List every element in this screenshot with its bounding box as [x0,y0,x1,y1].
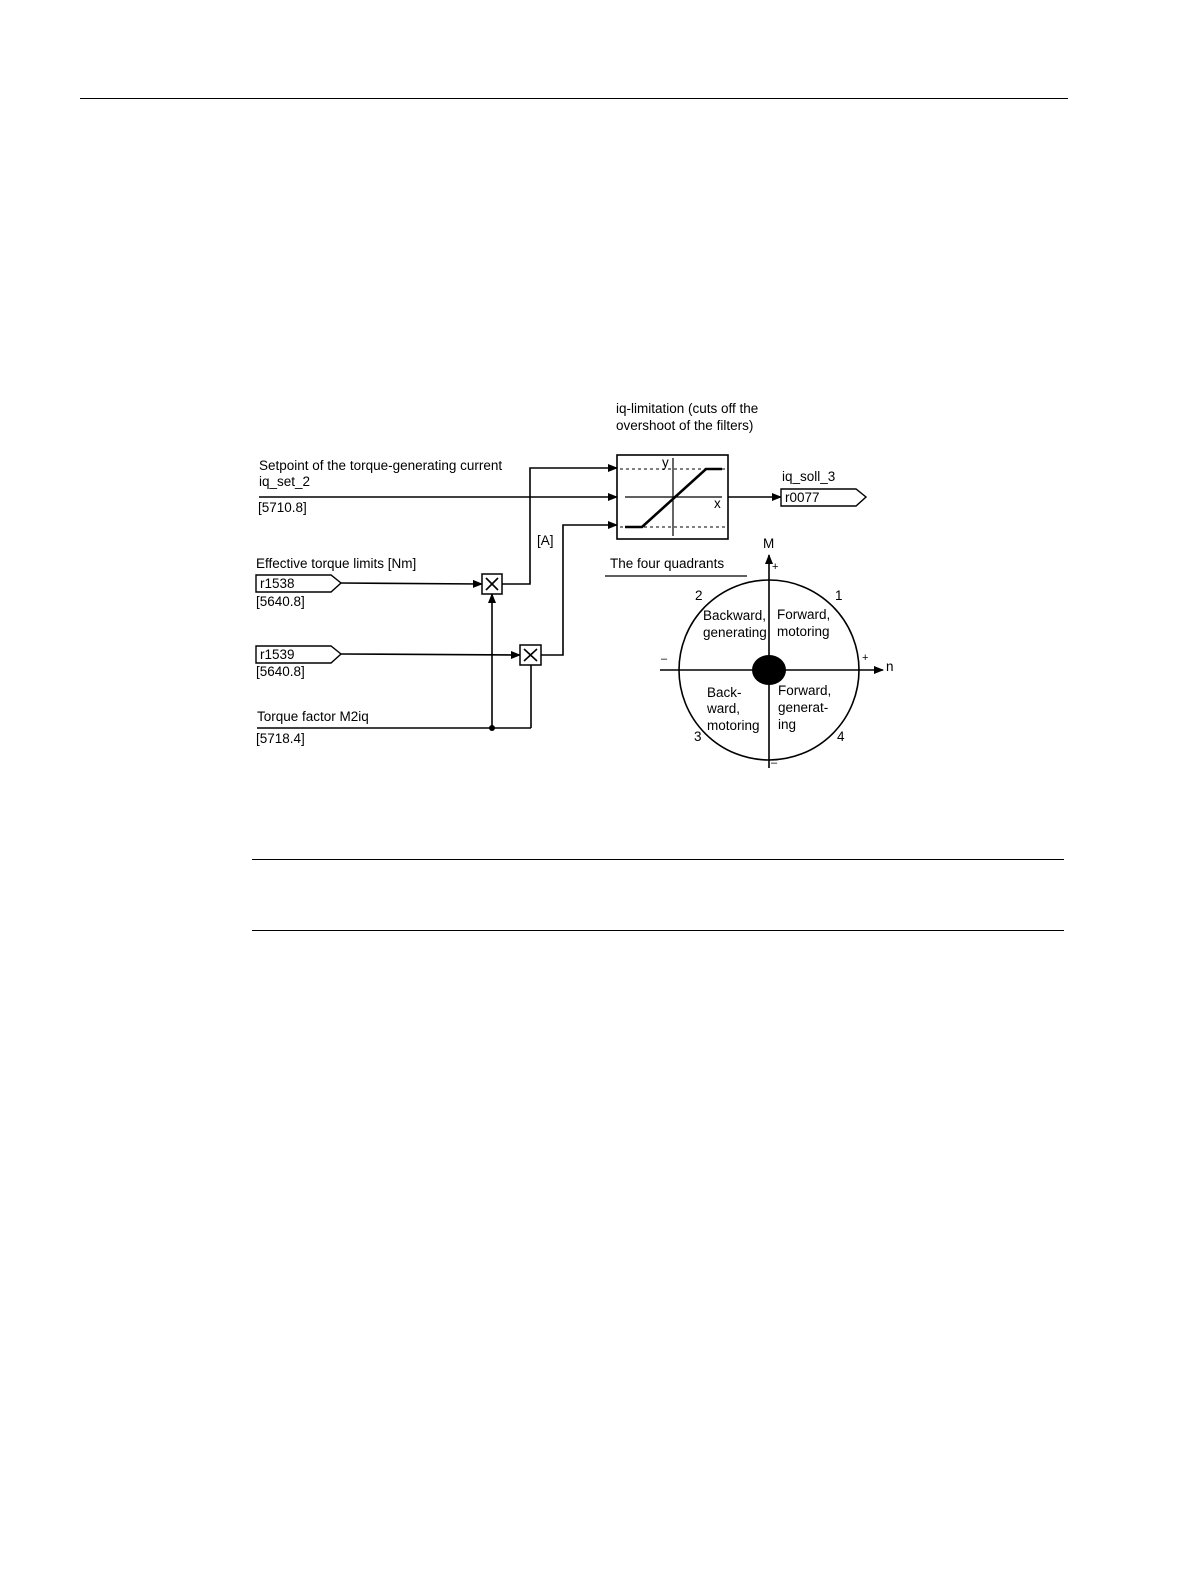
quadrant-4-line2: generat- [778,700,828,715]
axis-n-label: n [886,659,894,674]
limitation-title-line1: iq-limitation (cuts off the [616,401,758,416]
note-rule-top [252,859,1064,860]
quadrant-1-line2: motoring [777,624,830,639]
multiplier-upper-cross-b [485,577,499,591]
unit-ampere-label: [A] [537,533,554,548]
output-name: iq_soll_3 [782,469,835,484]
quadrant-4-number: 4 [837,729,845,744]
r1539-param-box [255,645,343,664]
torque-factor-section: Torque factor M2iq [5718.4] [256,593,532,746]
r1538-signal-line [340,579,483,588]
quadrant-1-number: 1 [835,588,843,603]
setpoint-ref: [5710.8] [258,500,307,515]
m-plus-sign: + [772,561,778,573]
quadrant-2-number: 2 [695,588,703,603]
four-quadrants-diagram: The four quadrants M n + – + – 1 Forward… [605,536,894,769]
m-minus-sign: – [771,757,778,769]
quadrant-3-number: 3 [694,729,702,744]
setpoint-input: Setpoint of the torque-generating curren… [258,458,618,515]
torque-factor-label: Torque factor M2iq [257,709,369,724]
setpoint-label-line2: iq_set_2 [259,474,310,489]
output-param-box [780,488,868,507]
quadrant-3-line1: Back- [707,685,742,700]
limiter-characteristic-curve [625,467,722,529]
output-connector: iq_soll_3 r0077 [728,469,868,507]
limiter-y-label: y [662,455,669,470]
multiplier-lower-cross-b [523,648,538,662]
quadrants-title: The four quadrants [610,556,724,571]
quadrant-2-line2: generating [703,625,767,640]
r1539-signal-line [340,650,521,659]
junction-dot [489,725,495,731]
torque-limits-section: Effective torque limits [Nm] r1538 [5640… [255,464,618,679]
upper-limit-to-limiter-line [502,464,618,585]
lower-limit-to-limiter-line [541,521,618,656]
n-plus-sign: + [862,652,868,664]
quadrant-1-line1: Forward, [777,607,830,622]
setpoint-label-line1: Setpoint of the torque-generating curren… [259,458,502,473]
quadrant-4-line1: Forward, [778,683,831,698]
quadrant-2-line1: Backward, [703,608,766,623]
n-minus-sign: – [661,653,668,665]
r1539-ref: [5640.8] [256,664,305,679]
r1539-param: r1539 [260,647,295,662]
torque-factor-ref: [5718.4] [256,731,305,746]
r1538-param: r1538 [260,576,295,591]
r1538-ref: [5640.8] [256,594,305,609]
quadrant-3-line2: ward, [706,701,740,716]
motor-center-dot [752,655,786,685]
limits-label: Effective torque limits [Nm] [256,556,416,571]
note-rule-bottom [252,930,1064,931]
r1538-param-box [255,574,343,593]
top-rule [80,98,1068,99]
axis-m-label: M [763,536,774,551]
limitation-title-line2: overshoot of the filters) [616,418,753,433]
quadrant-3-line3: motoring [707,718,760,733]
limiter-x-label: x [714,496,721,511]
iq-limitation-block: iq-limitation (cuts off the overshoot of… [616,401,758,540]
output-param: r0077 [785,490,820,505]
quadrant-4-line3: ing [778,717,796,732]
